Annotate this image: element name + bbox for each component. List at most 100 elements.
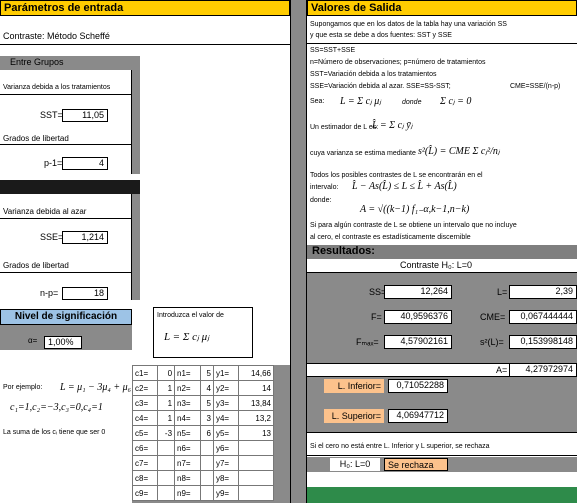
table-label-cell: n4= [174, 410, 201, 426]
table-value-cell[interactable]: 13,2 [238, 410, 274, 426]
ss-equation: SS=SST+SSE [310, 47, 356, 54]
table-value-cell[interactable]: 5 [199, 365, 214, 381]
l-value: 2,39 [509, 285, 577, 299]
input-parameters-header: Parámetros de entrada [0, 0, 290, 16]
table-row: c8=n8=y8= [131, 470, 274, 486]
table-value-cell[interactable] [199, 470, 214, 486]
divider [307, 455, 577, 456]
output-values-header: Valores de Salida [307, 0, 577, 16]
table-label-cell: n5= [174, 425, 201, 441]
sst-definition: SST=Variación debida a los tratamientos [310, 71, 437, 78]
table-value-cell[interactable] [157, 470, 176, 486]
divider [307, 43, 577, 44]
ejemplo-coeficientes: c₁=1,c₂=−3,c₃=0,c₄=1 [10, 402, 103, 413]
table-label-cell: y4= [212, 410, 240, 426]
azar-panel [0, 194, 132, 300]
sst-label: SST= [40, 110, 63, 120]
l-inferior-value: 0,71052288 [388, 379, 448, 393]
table-label-cell: c1= [131, 365, 159, 381]
cme-value: 0,067444444 [509, 310, 577, 324]
table-label-cell: y7= [212, 455, 240, 471]
table-value-cell[interactable]: 0 [157, 365, 176, 381]
por-ejemplo-label: Por ejemplo: [3, 384, 43, 391]
divider [0, 44, 290, 45]
alpha-input[interactable]: 1,00% [44, 336, 82, 349]
table-value-cell[interactable]: 5 [199, 395, 214, 411]
table-value-cell[interactable] [199, 440, 214, 456]
table-value-cell[interactable] [157, 455, 176, 471]
si-para-line2: al cero, el contraste es estadísticament… [310, 234, 471, 241]
table-label-cell: y5= [212, 425, 240, 441]
table-label-cell: n9= [174, 485, 201, 501]
table-value-cell[interactable]: 14 [238, 380, 274, 396]
varianza-formula: s²(L̂) = CME Σ cⱼ²/nⱼ [418, 146, 500, 157]
table-value-cell[interactable] [238, 440, 274, 456]
suma-ci-text: La suma de los cᵢ tiene que ser 0 [3, 429, 106, 436]
a-value: 4,27972974 [509, 363, 577, 377]
table-value-cell[interactable] [238, 455, 274, 471]
divider [0, 144, 132, 145]
decision-value: Se rechaza [384, 458, 448, 471]
table-label-cell: c6= [131, 440, 159, 456]
table-value-cell[interactable] [157, 485, 176, 501]
sst-input[interactable]: 11,05 [62, 109, 108, 122]
input-header-text: Parámetros de entrada [4, 2, 124, 14]
table-value-cell[interactable] [238, 485, 274, 501]
table-row: c6=n6=y6= [131, 440, 274, 456]
n-observaciones: n=Número de observaciones; p=número de t… [310, 59, 486, 66]
grados-libertad-1: Grados de libertad [3, 134, 69, 143]
table-value-cell[interactable] [238, 470, 274, 486]
a-label: A= [496, 365, 508, 375]
right-gray-strip [130, 56, 140, 174]
fmax-label: Fₘₐₓ= [356, 337, 379, 347]
np-input[interactable]: 18 [62, 287, 108, 300]
ejemplo-formula: L = μ₁ − 3μ₄ + μ₆ [60, 382, 132, 393]
table-value-cell[interactable]: 1 [157, 410, 176, 426]
table-label-cell: n1= [174, 365, 201, 381]
table-label-cell: y1= [212, 365, 240, 381]
table-value-cell[interactable]: 1 [157, 395, 176, 411]
table-row: c9=n9=y9= [131, 485, 274, 501]
table-label-cell: n6= [174, 440, 201, 456]
sea-formula: L = Σ cⱼ μⱼ [340, 96, 382, 107]
green-footer-bar [307, 487, 577, 503]
divider [0, 272, 132, 273]
table-label-cell: c4= [131, 410, 159, 426]
sse-input[interactable]: 1,214 [62, 231, 108, 244]
table-value-cell[interactable]: 6 [199, 425, 214, 441]
table-value-cell[interactable]: 4 [199, 380, 214, 396]
table-value-cell[interactable]: 3 [199, 410, 214, 426]
fmax-value: 4,57902161 [384, 335, 452, 349]
donde-label: donde [402, 99, 422, 106]
table-label-cell: y3= [212, 395, 240, 411]
table-label-cell: c5= [131, 425, 159, 441]
intervalo-formula: L̂ − As(L̂) ≤ L ≤ L̂ + As(L̂) [352, 181, 457, 192]
A-formula: A = √((k−1) f₁₋α,k−1,n−k) [360, 204, 470, 215]
table-value-cell[interactable] [157, 440, 176, 456]
h0-label: H₀: L=0 [330, 458, 380, 471]
table-value-cell[interactable]: 13,84 [238, 395, 274, 411]
table-value-cell[interactable] [199, 455, 214, 471]
f-value: 40,9596376 [384, 310, 452, 324]
si-cero-text: Si el cero no está entre L. Inferior y L… [310, 443, 490, 450]
todos-contrastes-text: Todos los posibles contrastes de L se en… [310, 172, 483, 179]
np-label: n-p= [40, 288, 59, 298]
divider [0, 94, 132, 95]
sea-label: Sea: [310, 98, 325, 105]
right-gray-strip [130, 194, 140, 300]
table-value-cell[interactable]: 1 [157, 380, 176, 396]
p1-input[interactable]: 4 [62, 157, 108, 170]
table-value-cell[interactable]: 14,66 [238, 365, 274, 381]
azar-dark-bar [0, 180, 140, 194]
table-value-cell[interactable]: 13 [238, 425, 274, 441]
table-value-cell[interactable]: -3 [157, 425, 176, 441]
varianza-tratamientos-label: Varianza debida a los tratamientos [3, 84, 111, 91]
entre-grupos-panel [0, 70, 132, 174]
table-label-cell: y9= [212, 485, 240, 501]
table-value-cell[interactable] [199, 485, 214, 501]
